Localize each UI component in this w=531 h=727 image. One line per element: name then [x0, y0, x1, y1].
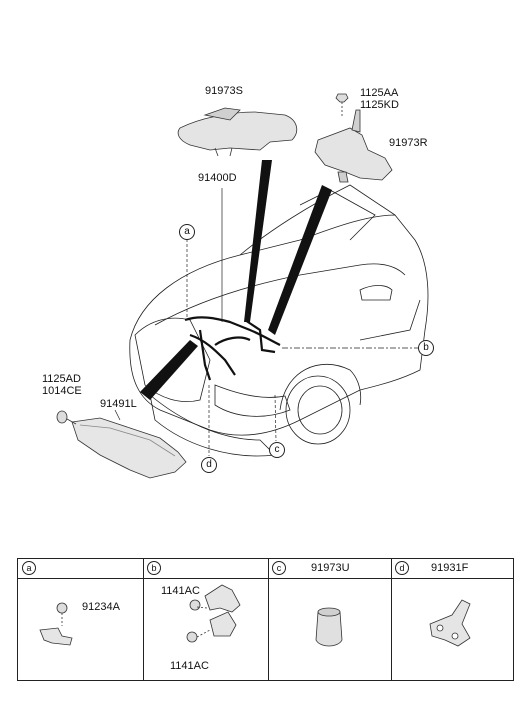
- callout-b: b: [418, 340, 434, 356]
- headlight: [214, 384, 291, 417]
- front-wheel-inner: [297, 385, 343, 435]
- side-line: [359, 299, 421, 341]
- legend-tag-d: d: [395, 561, 409, 575]
- legend-part-a-sketch: [39, 602, 73, 646]
- legend-table: a b c d 91973U 91931F 91234A 1141AC 1141…: [17, 558, 514, 681]
- mirror: [359, 285, 393, 301]
- bracket-91973R: [314, 109, 393, 183]
- windshield-line-2: [299, 189, 376, 241]
- callout-c: c: [269, 442, 285, 458]
- legend-caption-d: 91931F: [431, 562, 469, 574]
- label-91973S: 91973S: [205, 85, 243, 97]
- label-1125AA: 1125AA: [360, 87, 399, 99]
- label-1125AD: 1125AD: [42, 373, 81, 385]
- windshield-line: [239, 184, 396, 256]
- legend-header-row: [18, 559, 513, 579]
- label-91400D: 91400D: [198, 172, 237, 184]
- legend-part-91234A: 91234A: [82, 601, 120, 613]
- label-1125KD: 1125KD: [360, 99, 399, 111]
- legend-part-b-sketch: [186, 584, 241, 643]
- leader-wedge-91973S: [244, 160, 272, 322]
- leader-wedge-91973R: [268, 185, 332, 335]
- legend-tag-c: c: [272, 561, 286, 575]
- bolt-1125AD: [56, 410, 77, 425]
- label-91491L: 91491L: [100, 398, 137, 410]
- legend-part-1141AC-top: 1141AC: [161, 585, 200, 597]
- protector-91491L: [71, 417, 187, 479]
- legend-divider-b: [143, 559, 144, 680]
- callout-a: a: [179, 224, 195, 240]
- front-wheel: [285, 375, 351, 445]
- legend-part-d-sketch: [429, 599, 471, 647]
- bracket-91973S: [177, 107, 298, 157]
- legend-caption-c: 91973U: [311, 562, 350, 574]
- legend-part-1141AC-bottom: 1141AC: [170, 660, 209, 672]
- legend-tag-b: b: [147, 561, 161, 575]
- wiring-harness: [184, 316, 281, 381]
- callout-d: d: [201, 457, 217, 473]
- legend-tag-a: a: [22, 561, 36, 575]
- legend-divider-c: [268, 559, 269, 680]
- leader-wedge-91491L: [140, 340, 198, 400]
- legend-divider-d: [391, 559, 392, 680]
- leader-c: [274, 394, 277, 442]
- leader-91491L: [114, 409, 121, 421]
- legend-part-c-sketch: [315, 607, 343, 647]
- label-1014CE: 1014CE: [42, 385, 82, 397]
- bolt-1125AA: [335, 93, 349, 118]
- wheel-arch: [279, 363, 362, 411]
- label-91973R: 91973R: [389, 137, 428, 149]
